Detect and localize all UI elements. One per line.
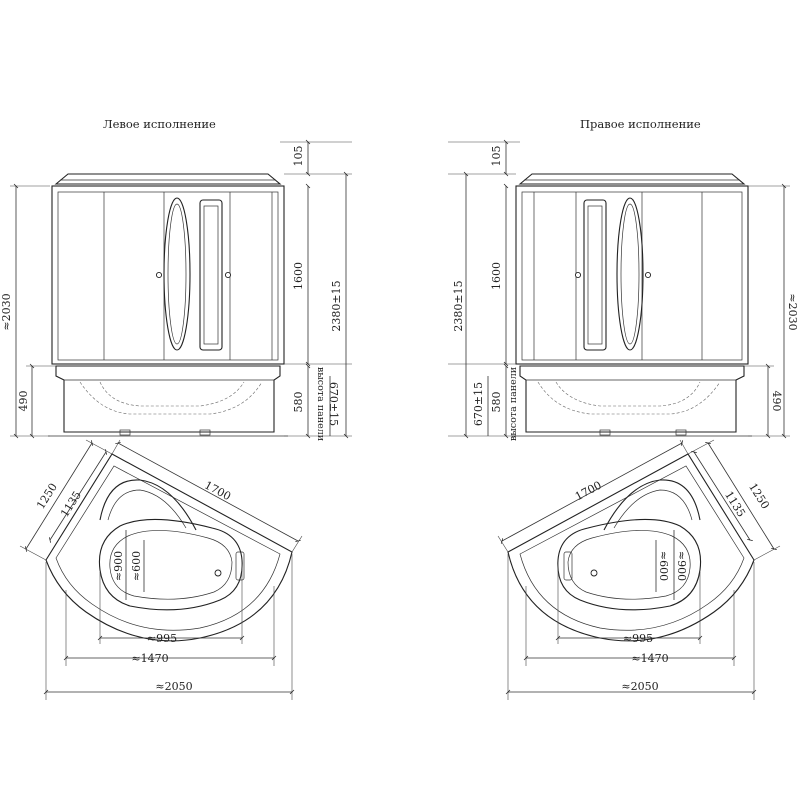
left-glass-height-label: 1600 bbox=[292, 262, 305, 290]
left-panel-height-label: 580 bbox=[292, 392, 305, 413]
right-bowl-outer-label: ≈900 bbox=[675, 551, 688, 581]
left-panel-range-label: 670±15 bbox=[327, 382, 340, 426]
right-long-side-label: 1700 bbox=[573, 479, 604, 504]
right-side-a-label: 1250 bbox=[746, 481, 772, 512]
right-version: Правое исполнение bbox=[448, 117, 799, 700]
left-bowl-length-label: ≈995 bbox=[147, 632, 177, 645]
right-top-cap-label: 105 bbox=[490, 146, 503, 167]
left-front-view: ≈2030 490 105 1600 580 2380±15 высота па… bbox=[0, 139, 352, 441]
right-bowl-length-label: ≈995 bbox=[623, 632, 653, 645]
left-panel-label: высота панели bbox=[315, 367, 326, 441]
left-version: Левое исполнение bbox=[0, 117, 352, 700]
right-bowl-inner-label: ≈600 bbox=[657, 551, 670, 581]
left-bowl-outer-label: ≈900 bbox=[112, 551, 125, 581]
right-overall-height-label: ≈2030 bbox=[786, 293, 799, 330]
left-inner-length-label: ≈1470 bbox=[131, 652, 168, 665]
left-bowl-inner-label: ≈600 bbox=[130, 551, 143, 581]
left-overall-height-label: ≈2030 bbox=[0, 293, 13, 330]
left-plan-view: 1250 1135 1700 ≈900 ≈600 ≈995 ≈1470 ≈205… bbox=[19, 439, 303, 700]
left-side-a-label: 1250 bbox=[34, 481, 60, 512]
right-glass-height-label: 1600 bbox=[490, 262, 503, 290]
right-front-view: 2380±15 105 1600 580 670±15 высота панел… bbox=[448, 139, 799, 441]
left-overall-width-label: ≈2050 bbox=[155, 680, 192, 693]
right-total-height-label: 2380±15 bbox=[452, 280, 465, 331]
left-tub-height-label: 490 bbox=[17, 391, 30, 412]
left-version-title: Левое исполнение bbox=[103, 117, 216, 131]
right-panel-range-label: 670±15 bbox=[472, 382, 485, 426]
left-long-side-label: 1700 bbox=[202, 479, 233, 504]
right-tub-height-label: 490 bbox=[770, 391, 783, 412]
left-top-cap-label: 105 bbox=[292, 146, 305, 167]
right-version-title: Правое исполнение bbox=[580, 117, 701, 131]
right-panel-height-label: 580 bbox=[490, 392, 503, 413]
left-total-height-label: 2380±15 bbox=[330, 280, 343, 331]
right-overall-width-label: ≈2050 bbox=[621, 680, 658, 693]
right-panel-label: высота панели bbox=[508, 367, 519, 441]
right-inner-length-label: ≈1470 bbox=[631, 652, 668, 665]
left-side-b-label: 1135 bbox=[58, 489, 84, 520]
right-plan-view: 1250 1135 1700 ≈900 ≈600 ≈995 ≈1470 ≈205… bbox=[497, 439, 781, 700]
